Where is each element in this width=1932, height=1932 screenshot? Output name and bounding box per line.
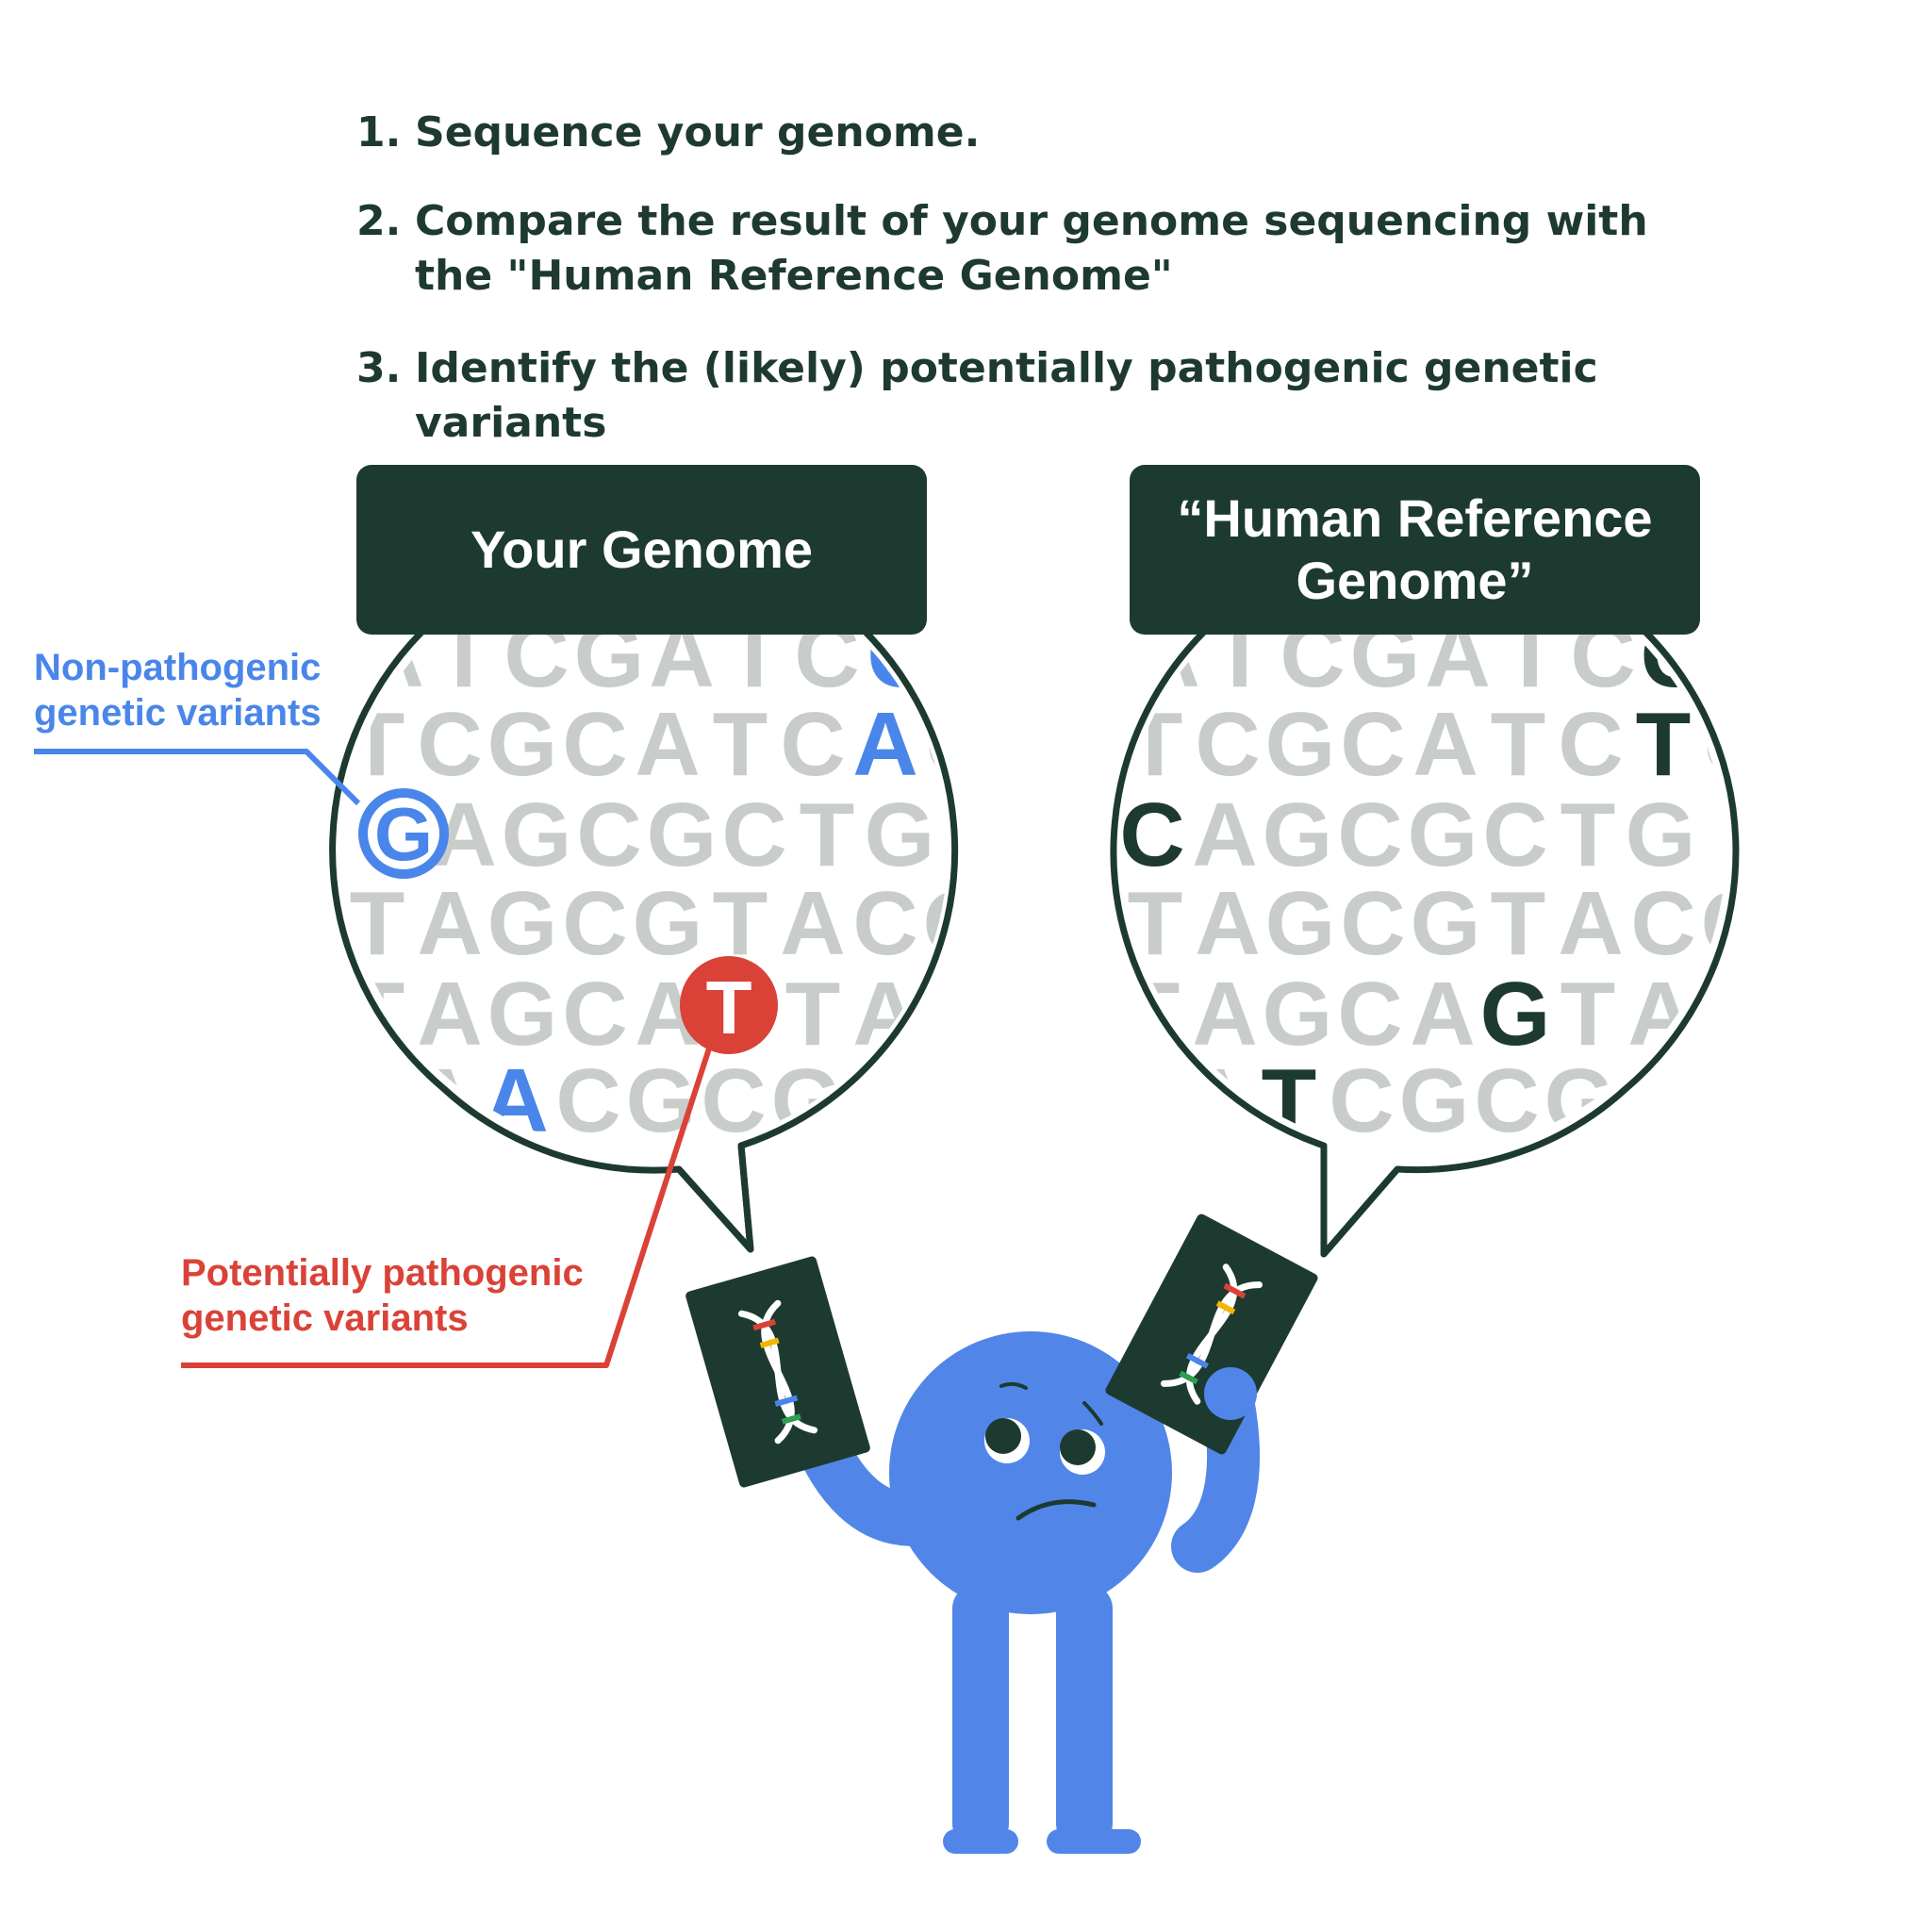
your-genome-bubble: ATCGATCCTCGCATCACGAGCGCTGTAGCGTACGTAGCAT… <box>329 536 990 1253</box>
right-base-letter: A <box>1412 694 1478 795</box>
non-pathogenic-pointer: G <box>34 749 449 879</box>
mouth <box>1016 1499 1097 1521</box>
left-base-letter: A <box>780 873 845 974</box>
left-dna-card <box>685 1256 870 1488</box>
right-base-letter: T <box>1636 694 1692 795</box>
left-base-letter: A <box>417 964 482 1065</box>
right-base-letter: G <box>1265 694 1336 795</box>
step-2: 2. Compare the result of your genome seq… <box>356 194 1771 304</box>
right-base-letter: G <box>1399 1050 1470 1151</box>
right-base-letter: A <box>1192 784 1257 885</box>
right-base-letter: A <box>1410 964 1475 1065</box>
left-hand <box>930 1484 979 1533</box>
pathogenic-pointer: T <box>181 956 778 1368</box>
confused-character <box>685 1214 1318 1854</box>
right-hand <box>1204 1367 1257 1420</box>
right-base-letter: G <box>1626 784 1696 885</box>
left-base-letter: G <box>502 784 572 885</box>
left-foot <box>943 1829 1018 1854</box>
right-base-letter: C <box>1119 784 1184 885</box>
right-base-letter: G <box>1411 873 1481 974</box>
right-base-letter: T <box>1125 964 1181 1065</box>
character-body <box>889 1331 1172 1614</box>
left-base-letter: C <box>562 873 627 974</box>
right-base-letter: G <box>1265 873 1336 974</box>
step-2-number: 2. <box>356 197 402 245</box>
left-base-letter: G <box>487 964 558 1065</box>
left-eyebrow <box>999 1381 1028 1390</box>
right-base-letter: C <box>1337 964 1402 1065</box>
left-base-letter: A <box>852 694 917 795</box>
left-base-letter: C <box>721 784 786 885</box>
reference-genome-title: “Human Reference Genome” <box>1130 465 1700 635</box>
left-base-letter: G <box>865 784 935 885</box>
left-base-letter: C <box>555 1050 620 1151</box>
left-base-letter: G <box>633 873 703 974</box>
left-base-letter: A <box>635 694 700 795</box>
left-base-letter: C <box>925 964 990 1065</box>
left-base-letter: C <box>562 964 627 1065</box>
right-base-letter: C <box>1329 1050 1394 1151</box>
right-eyebrow <box>1082 1401 1103 1426</box>
right-base-letter: C <box>1195 694 1260 795</box>
right-base-letter: C <box>1340 873 1405 974</box>
pathogenic-marker <box>680 956 778 1054</box>
right-foot <box>1047 1829 1141 1854</box>
left-base-letter: G <box>647 784 718 885</box>
left-base-letter: A <box>417 873 482 974</box>
left-base-letter: T <box>800 784 855 885</box>
right-leg <box>1056 1584 1113 1848</box>
right-base-letter: T <box>1560 964 1616 1065</box>
right-base-letter: C <box>1340 694 1405 795</box>
step-3-number: 3. <box>356 344 402 392</box>
left-base-letter: G <box>487 694 558 795</box>
pathogenic-label: Potentially pathogenic genetic variants <box>181 1252 584 1339</box>
left-base-letter: G <box>487 873 558 974</box>
left-base-letter: C <box>780 694 845 795</box>
left-leg <box>952 1584 1009 1848</box>
left-base-letter: T <box>713 694 768 795</box>
step-1-number: 1. <box>356 108 402 157</box>
right-base-letter: C <box>1482 784 1547 885</box>
instruction-steps: 1. Sequence your genome. 2. Compare the … <box>356 106 1771 451</box>
right-dna-card <box>1105 1214 1318 1455</box>
left-base-letter: T <box>785 964 841 1065</box>
right-base-letter: T <box>1491 873 1546 974</box>
right-base-letter: C <box>1630 873 1695 974</box>
right-base-letter: G <box>1263 784 1333 885</box>
left-base-letter: G <box>626 1050 697 1151</box>
step-3-text: Identify the (likely) potentially pathog… <box>415 344 1598 447</box>
right-base-letter: A <box>1195 873 1260 974</box>
step-2-text: Compare the result of your genome sequen… <box>415 197 1648 300</box>
left-base-letter: C <box>417 694 482 795</box>
right-base-letter: A <box>1192 964 1257 1065</box>
step-1-text: Sequence your genome. <box>415 108 981 157</box>
right-base-letter: G <box>1408 784 1478 885</box>
left-base-letter: C <box>852 873 917 974</box>
step-3: 3. Identify the (likely) potentially pat… <box>356 341 1771 451</box>
right-base-letter: C <box>1337 784 1402 885</box>
pathogenic-marker-letter: T <box>706 966 752 1049</box>
right-base-letter: T <box>1491 694 1546 795</box>
right-base-letter: G <box>1480 964 1551 1065</box>
right-base-letter: C <box>1558 694 1623 795</box>
left-base-letter: C <box>562 694 627 795</box>
non-pathogenic-marker-letter: G <box>374 792 433 876</box>
left-base-letter: C <box>576 784 641 885</box>
right-base-letter: T <box>1560 784 1616 885</box>
right-base-letter: A <box>1558 873 1623 974</box>
non-pathogenic-label: Non-pathogenic genetic variants <box>34 647 322 734</box>
your-genome-title: Your Genome <box>356 465 927 635</box>
your-genome-sequence: ATCGATCCTCGCATCACGAGCGCTGTAGCGTACGTAGCAT… <box>350 605 990 1151</box>
right-base-letter: G <box>1263 964 1333 1065</box>
step-1: 1. Sequence your genome. <box>356 106 1771 160</box>
